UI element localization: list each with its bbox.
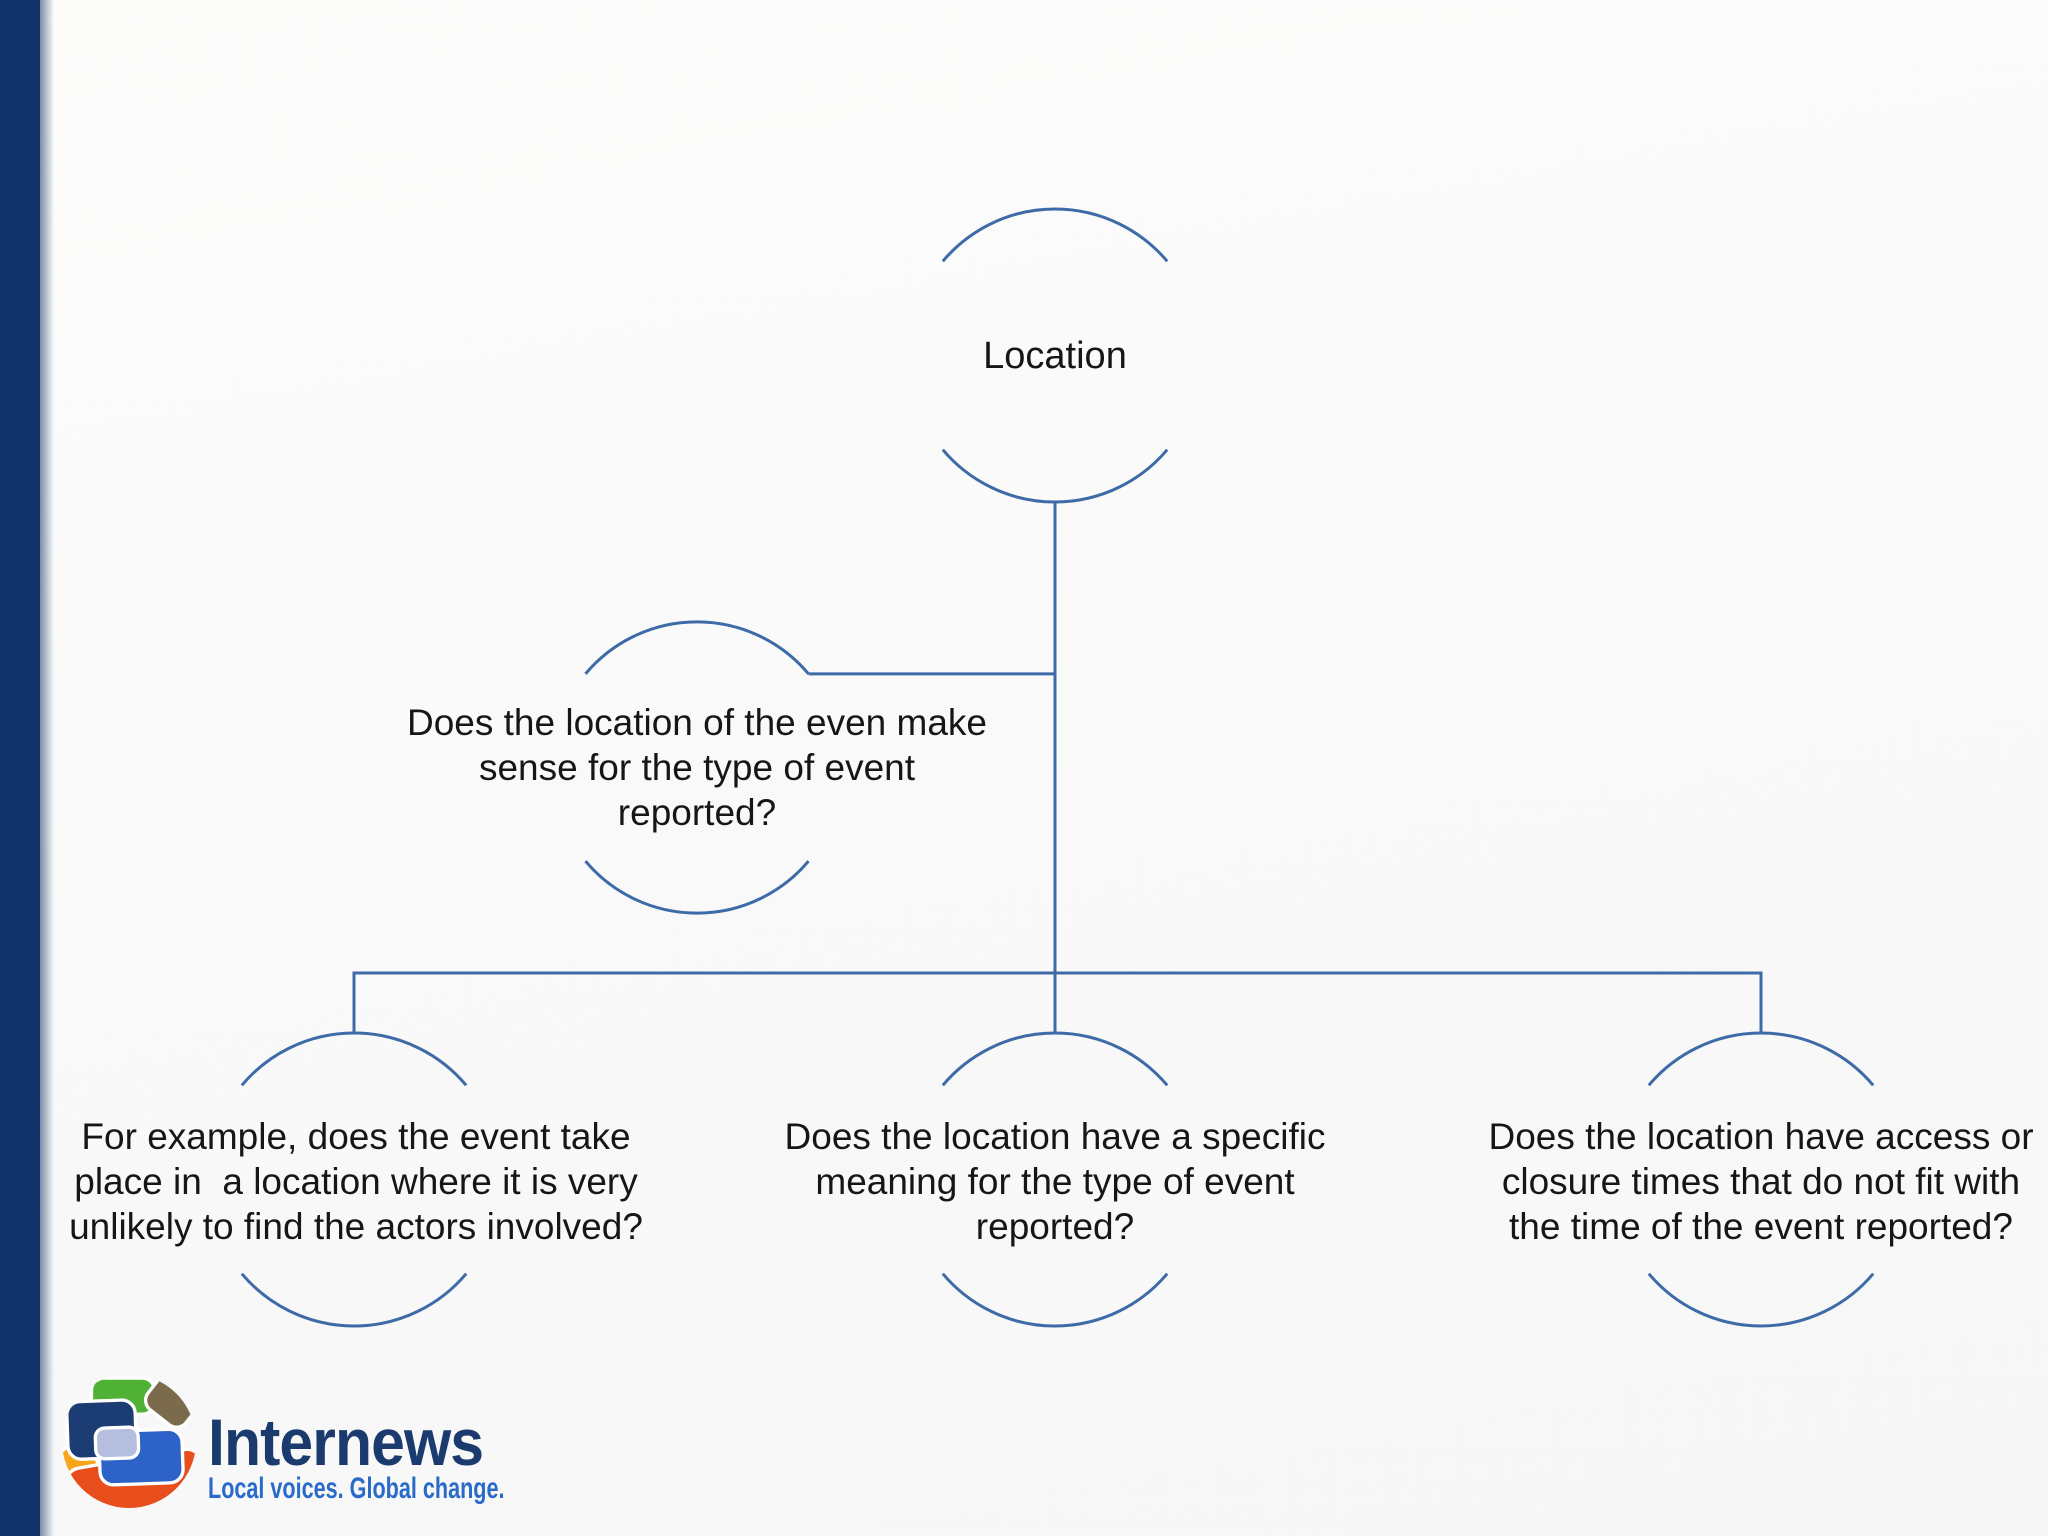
slide-edge-bar-fade: [40, 0, 54, 1536]
child-middle-bottom-arc: [941, 1272, 1169, 1328]
internews-logo: Internews Local voices. Global change.: [62, 1374, 522, 1514]
internews-logo-icon: [62, 1374, 196, 1508]
connector-children-rail: [352, 971, 1763, 1033]
child-right-label: Does the location have access or closure…: [1488, 1116, 2034, 1247]
internews-wordmark: Internews: [208, 1405, 484, 1479]
child-middle-label: Does the location have a specific meanin…: [784, 1116, 1326, 1247]
logo-piece-periwinkle: [93, 1425, 141, 1461]
child-right-bottom-arc: [1647, 1272, 1875, 1328]
child-left-bottom-arc: [240, 1272, 468, 1328]
internews-tagline: Local voices. Global change.: [208, 1472, 505, 1505]
root-node-top-arc: [941, 207, 1169, 263]
question-node-label: Does the location of the even make sense…: [406, 702, 988, 833]
child-left-label: For example, does the event take place i…: [69, 1116, 643, 1247]
question-node-bottom-arc: [584, 860, 810, 915]
root-node-label: Location: [983, 335, 1127, 377]
question-node-top-arc: [584, 620, 810, 675]
slide-edge-bar: [0, 0, 40, 1536]
root-node-bottom-arc: [941, 448, 1169, 504]
child-left-top-arc: [240, 1031, 468, 1087]
child-middle-top-arc: [941, 1031, 1169, 1087]
child-right-top-arc: [1647, 1031, 1875, 1087]
